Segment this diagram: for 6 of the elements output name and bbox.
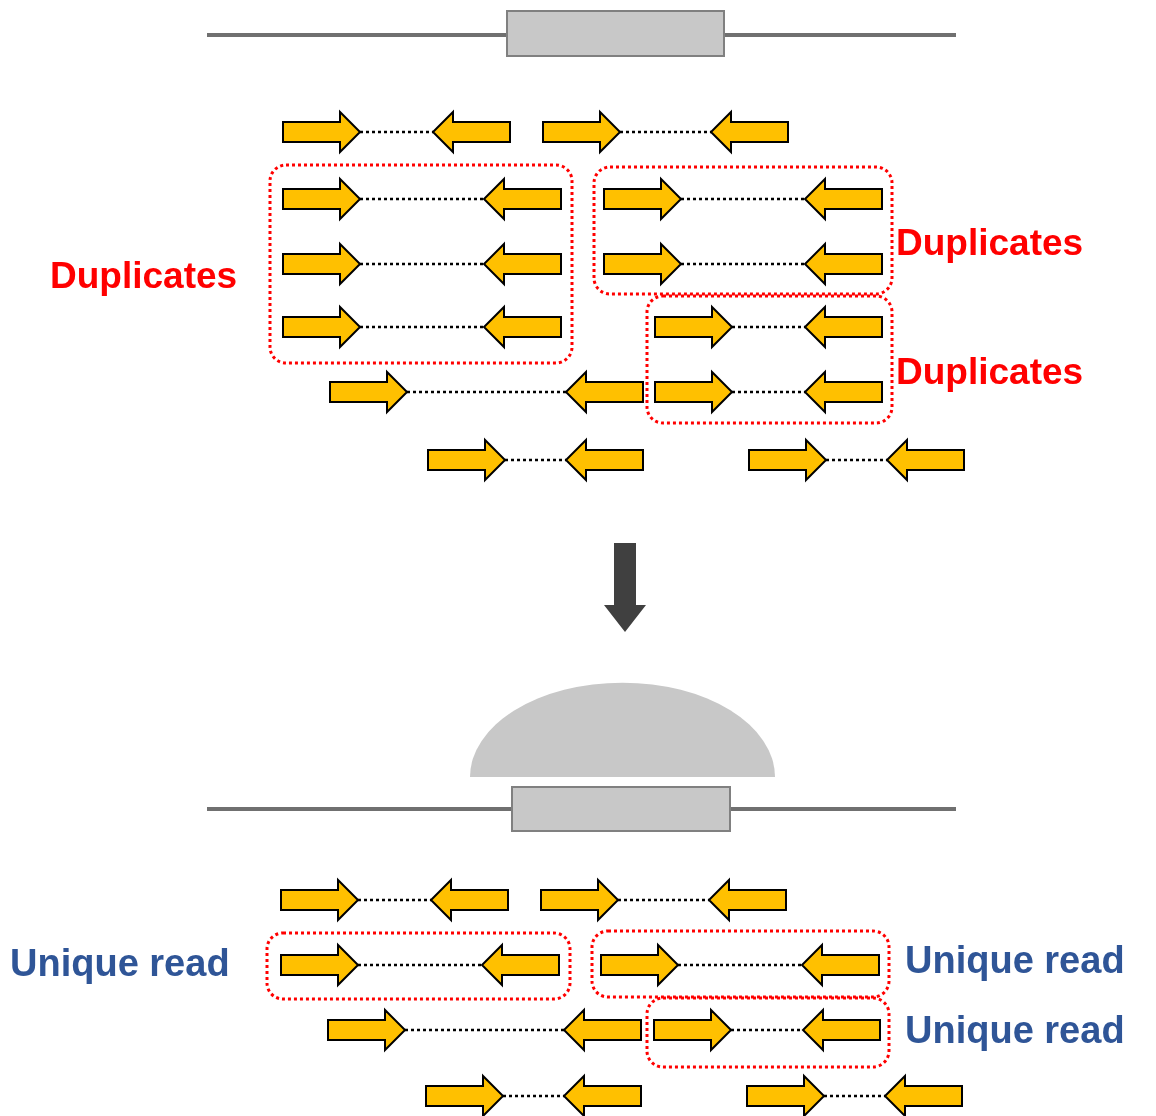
group-label: Unique read <box>10 944 230 982</box>
group-label: Unique read <box>905 941 1125 979</box>
group-label: Duplicates <box>50 257 238 294</box>
group-label: Unique read <box>905 1011 1125 1049</box>
group-label: Duplicates <box>896 353 1084 390</box>
group-label: Duplicates <box>896 224 1084 261</box>
